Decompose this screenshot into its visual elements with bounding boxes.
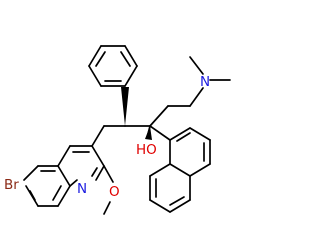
atom-labels: Br N O HO N: [4, 74, 210, 200]
bond: [57, 145, 71, 167]
bond-double: [29, 190, 36, 201]
bond: [88, 65, 102, 87]
bond-double: [95, 51, 106, 67]
bond-double: [52, 185, 62, 201]
bond: [189, 127, 211, 141]
hydroxyl-label: HO: [136, 142, 157, 158]
bond: [189, 56, 204, 75]
bond-double: [91, 167, 98, 177]
bond: [169, 163, 191, 177]
structure-canvas: Br N O HO N: [4, 45, 231, 215]
quinoline-nitrogen-label: N: [77, 181, 87, 197]
bond: [91, 145, 105, 167]
bond-double: [169, 196, 185, 206]
stereo-wedge: [145, 126, 152, 140]
bromine-label: Br: [4, 177, 19, 193]
bond: [103, 201, 111, 215]
bond: [169, 127, 191, 141]
stereo-wedge: [121, 87, 129, 126]
bond-double: [120, 51, 131, 67]
bond: [88, 45, 102, 67]
bond: [169, 199, 191, 213]
bond: [69, 179, 78, 187]
bond: [149, 163, 171, 177]
bond: [57, 185, 71, 207]
bond: [103, 165, 114, 183]
bond: [95, 165, 105, 181]
bond: [149, 125, 171, 141]
bond: [91, 125, 105, 147]
bond-double: [176, 132, 191, 142]
bond: [23, 165, 39, 181]
amine-nitrogen-label: N: [200, 74, 210, 90]
bond: [149, 199, 171, 213]
bond: [124, 45, 138, 67]
molecule-structure: Br N O HO N: [4, 45, 231, 215]
bond: [149, 105, 169, 127]
bond: [124, 65, 138, 87]
bond: [189, 87, 204, 107]
bond: [189, 163, 211, 177]
bond: [57, 165, 71, 187]
methoxy-oxygen-label: O: [109, 184, 120, 200]
wedge-group: [121, 87, 152, 140]
